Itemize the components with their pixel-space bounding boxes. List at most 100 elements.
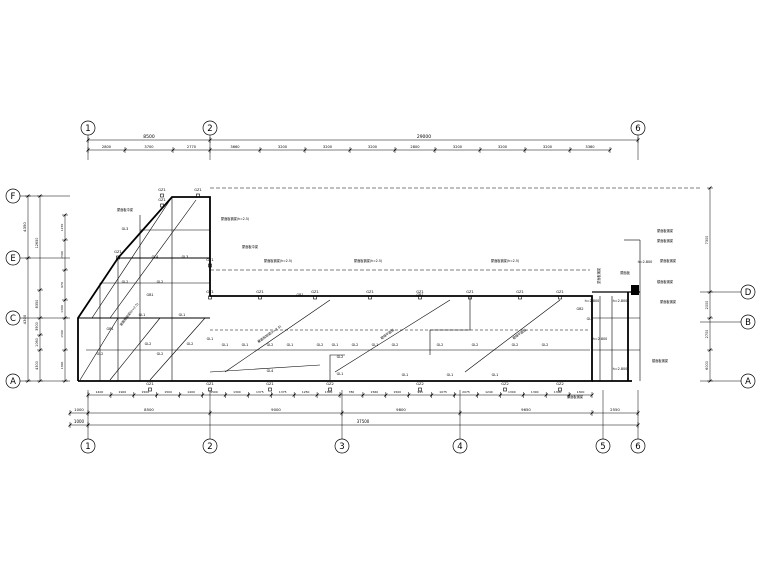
beam-label: GL1 <box>139 313 146 317</box>
column-label: GZ1 <box>114 250 122 254</box>
beam-label: GL1 <box>402 373 409 377</box>
diagonal-brace <box>79 317 119 381</box>
dim-bottom-seg-slash <box>177 393 182 397</box>
column-label: GZ2 <box>501 382 509 386</box>
dim-right-slash <box>708 186 712 190</box>
outline-left-block <box>77 196 593 382</box>
dim-bottom-seg-value: 1400 <box>96 390 104 394</box>
note-label: 屋面板钢梁 <box>660 258 677 263</box>
column-marker <box>160 193 164 198</box>
grid-bubble-left-A: A <box>10 377 16 387</box>
grid-bubble-top-2: 2 <box>207 124 212 134</box>
dim-top-overall-slash <box>208 138 212 142</box>
dim-bottom-seg-value: 1500 <box>141 390 149 394</box>
dim-bottom-seg-value: 1375 <box>279 390 287 394</box>
column-marker <box>258 295 262 300</box>
column-marker <box>328 387 332 392</box>
dim-left-mid-slash <box>38 379 42 383</box>
beam-label: GL1 <box>207 337 214 341</box>
dim-left-inner-value: 1300 <box>60 305 64 313</box>
dim-bottom-seg-slash <box>154 393 159 397</box>
dim-right-slash <box>708 379 712 383</box>
column-label: GZ1 <box>256 290 264 294</box>
column-marker <box>313 295 317 300</box>
dim-left-inner-value: 1300 <box>60 362 64 370</box>
dim-right-value: 6000 <box>705 361 709 370</box>
static-linework <box>77 187 700 382</box>
column-marker <box>518 295 522 300</box>
dim-bottom-seg-value: 1900 <box>119 390 127 394</box>
beam-label: GL1 <box>447 373 454 377</box>
diagonal-brace <box>109 317 161 381</box>
column-label: GZ1 <box>146 382 154 386</box>
dim-bottom-span-slash <box>68 411 72 415</box>
note-label: 屋面板钢梁(h=2.5) <box>256 324 282 344</box>
dim-left-mid-value: 4300 <box>35 361 39 370</box>
dim-left-inner-slash <box>63 379 67 383</box>
beam-label: GL2 <box>472 343 479 347</box>
dim-left-inner-slash <box>63 348 67 352</box>
beam-label: GL2 <box>97 352 104 356</box>
dim-bottom-overall-slash <box>636 423 640 427</box>
note-label: 楼梯平面板 <box>511 327 528 341</box>
dim-right-value: 2000 <box>705 301 709 310</box>
dim-bottom-seg-slash <box>338 393 342 397</box>
dim-left-outer-slash <box>26 194 30 198</box>
diagonal-brace <box>149 317 206 381</box>
dim-top-seg-slash <box>303 148 307 152</box>
diagonal-brace <box>91 196 173 319</box>
dim-bottom-seg-value: 1400 <box>187 390 195 394</box>
dim-top-seg-value: 3660 <box>230 145 240 149</box>
beam-label: GL2 <box>122 280 129 284</box>
level-label: h=2.800 <box>613 299 628 303</box>
dim-bottom-seg-value: 1300 <box>325 390 333 394</box>
dim-top-seg-slash <box>568 148 572 152</box>
dim-top-seg-value: 3200 <box>278 145 288 149</box>
column-label: GZ2 <box>556 382 564 386</box>
column-marker <box>418 387 422 392</box>
grid-bubble-right-B: B <box>745 318 751 328</box>
column-marker <box>116 255 120 260</box>
slab-label: GB2 <box>576 307 583 311</box>
dim-bottom-seg-value: 1300 <box>577 390 585 394</box>
diagonal-brace <box>334 299 451 373</box>
dim-bottom-seg-value: 1375 <box>256 390 264 394</box>
dim-bottom-seg-slash <box>429 393 434 397</box>
column-label: GZ1 <box>194 188 202 192</box>
beam-label: GL1 <box>337 372 344 376</box>
dim-bottom-span-slash <box>86 411 90 415</box>
dim-bottom-seg-value: 1560 <box>371 390 379 394</box>
level-label: h=2.800 <box>638 260 653 264</box>
dim-bottom-seg-value: 1500 <box>164 390 172 394</box>
grid-bubble-bottom-5: 5 <box>600 442 605 452</box>
dim-top-seg-value: 3200 <box>543 145 553 149</box>
dim-top-seg-slash <box>348 148 352 152</box>
dim-top-seg-slash <box>478 148 482 152</box>
note-label: 屋面板中梁 <box>242 244 259 249</box>
dim-bottom-seg-slash <box>475 393 480 397</box>
beam-label: GL1 <box>179 313 186 317</box>
column-label: GZ2 <box>326 382 334 386</box>
column-marker <box>208 263 212 268</box>
dim-bottom-span-slash <box>340 411 344 415</box>
dim-left-mid-value: 8350 <box>35 300 39 309</box>
dim-bottom-span-value: 8500 <box>144 407 154 412</box>
dim-bottom-span-slash <box>636 411 640 415</box>
dim-left-mid-value: 3900 <box>35 322 39 331</box>
dim-top-seg-slash <box>208 148 212 152</box>
stair-outline <box>329 354 345 380</box>
beam-label: GL1 <box>287 343 294 347</box>
dim-bottom-seg-slash <box>223 393 228 397</box>
dim-top-seg-value: 2800 <box>102 145 112 149</box>
dim-top-overall-slash <box>86 138 90 142</box>
dim-top-seg-value: 2800 <box>410 145 420 149</box>
dim-top-seg-slash <box>258 148 262 152</box>
note-label: 屋面板钢梁 <box>567 394 584 399</box>
slab-label: GB1 <box>106 327 113 331</box>
dim-bottom-seg-value: 1240 <box>485 390 493 394</box>
note-label: 屋面板钢梁 <box>596 267 601 284</box>
beam-label: GL2 <box>317 343 324 347</box>
